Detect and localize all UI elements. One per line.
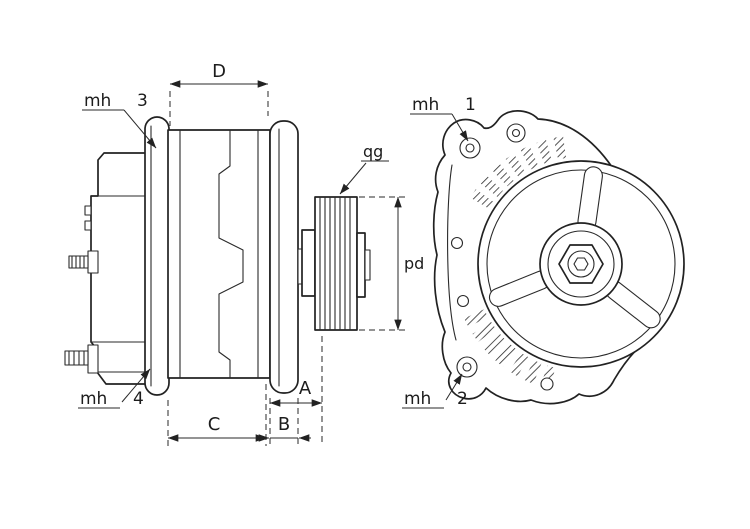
pulley-spokes [488,166,661,329]
ear-hole-inner [511,128,521,138]
mh1-label: mh [412,95,439,115]
mount-hole-1-inner [465,143,475,153]
mount-hole-1 [459,137,481,159]
bottom-lobe-hole [540,377,554,391]
pulley-shaft-nut [364,249,371,281]
mh4-leader-line [121,368,151,403]
housing-tab-lower [84,220,92,231]
shaft-tip-hex [573,257,589,271]
terminal-stud-lower [64,344,99,374]
rear-flange [144,116,170,396]
vent-slots-bottom [464,308,560,391]
stud-base [87,250,99,274]
mh1-leader-line [451,113,469,142]
mount-hole-2-inner [462,362,472,372]
rear-housing-outline [90,152,146,385]
qg-leader-line [339,162,367,195]
body-split-profile [218,129,244,379]
shaft-circle [567,250,595,278]
callout-qg: qg [339,142,389,195]
pulley-groove-lines [319,196,351,331]
hub-inner [547,230,615,298]
dim-label-A: A [299,378,312,399]
dimension-D: D [169,61,269,126]
mh2-number: 2 [457,389,468,409]
mount-hole-2 [456,356,478,378]
stud-thread-ticks [68,350,85,366]
terminal-stud-upper [68,250,99,274]
dimension-pd: pd [359,196,424,331]
housing-tab-upper [84,205,92,216]
mh3-label: mh [84,91,111,111]
front-view [432,110,685,405]
dim-label-C: C [208,414,221,435]
front-bracket [269,120,299,394]
mh4-number: 4 [133,389,144,409]
pulley-inner-rim [486,169,676,359]
pulley-rear-flange [301,229,316,297]
front-bracket-silhouette [432,110,640,405]
qg-label: qg [363,142,383,161]
vent-slots-top [467,136,567,215]
callout-mh1: mh 1 [410,95,476,142]
ear-hole-outer [506,123,526,143]
dim-label-D: D [212,61,226,82]
mh3-leader-line [123,109,157,149]
mh2-label: mh [404,389,431,409]
mh1-number: 1 [465,95,476,115]
dim-label-B: B [278,414,290,435]
stud-thread-ticks [71,255,85,269]
pulley-grooves-body [314,196,358,331]
callout-mh4: mh 4 [78,368,151,409]
callout-mh2: mh 2 [402,373,468,409]
mount-hole-1-outer [459,137,481,159]
stud-thread [64,350,89,366]
callout-mh3: mh 3 [82,91,157,149]
stud-base [87,344,99,374]
upper-right-ear-hole [506,123,526,143]
mount-hole-2-outer [456,356,478,378]
pulley-side [314,196,371,331]
mh4-label: mh [80,389,107,409]
dimension-C: C [167,384,267,446]
side-view [64,116,371,396]
mh2-leader-line [445,373,463,401]
dim-label-pd: pd [404,254,424,273]
dimension-B: B [257,398,311,446]
left-edge-hole-lower [456,294,470,308]
pulley-front-cap [356,232,366,298]
shaft-nut-hex [558,244,604,284]
dimension-A: A [269,336,323,444]
mh3-number: 3 [137,91,148,111]
left-edge-hole-upper [450,236,464,250]
bracket-inner-edge [447,164,457,341]
stud-thread [68,255,89,269]
